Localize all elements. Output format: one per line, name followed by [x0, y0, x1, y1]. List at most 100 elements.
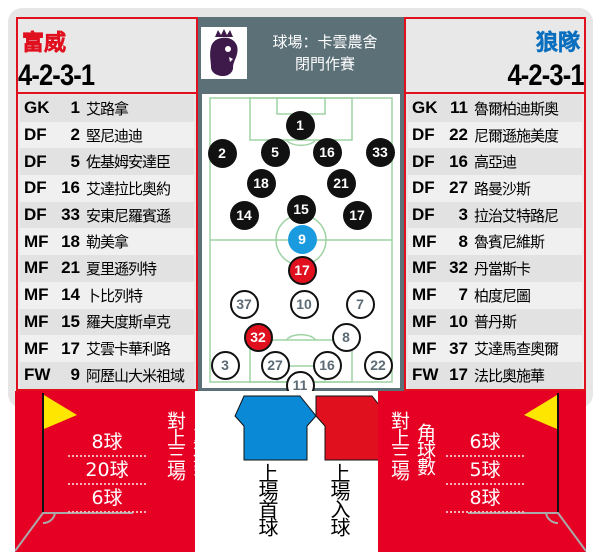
- away-corner-stat: 5球: [446, 457, 524, 485]
- player-number: 11: [450, 98, 468, 118]
- lineup-row: MF 15 羅夫度斯卓克: [20, 308, 194, 336]
- player-number: 22: [449, 125, 468, 145]
- player-position: MF: [24, 231, 49, 251]
- player-marker: 15: [286, 194, 316, 224]
- home-corner-stat: 20球: [68, 457, 146, 485]
- corner-flags: [15, 393, 586, 552]
- corners-label: 角球數: [414, 423, 436, 474]
- divider: [406, 92, 584, 94]
- player-number: 33: [61, 205, 80, 225]
- lineup-row: MF 7 柏度尼圖: [408, 281, 582, 309]
- player-position: FW: [24, 365, 51, 385]
- player-position: DF: [24, 178, 47, 198]
- player-number: 18: [61, 231, 80, 251]
- player-position: GK: [412, 98, 438, 118]
- player-marker: 18: [246, 168, 276, 198]
- divider: [18, 92, 196, 94]
- player-name: 艾達拉比奧約: [86, 179, 171, 198]
- player-marker: 22: [363, 350, 393, 380]
- player-number: 8: [458, 231, 468, 251]
- shirts-legend: 上場首球 上場入球: [195, 391, 378, 552]
- player-marker: 16: [312, 137, 342, 167]
- player-number: 17: [61, 338, 80, 358]
- player-position: MF: [412, 338, 437, 358]
- player-name: 勒美拿: [86, 233, 129, 252]
- player-marker: 5: [260, 137, 290, 167]
- player-number: 10: [449, 311, 468, 331]
- home-team-name: 富威: [22, 31, 67, 57]
- red-shirt-icon: [315, 395, 378, 461]
- left-corner-flag-icon: [44, 395, 77, 429]
- player-name: 羅夫度斯卓克: [86, 313, 171, 332]
- player-position: MF: [24, 311, 49, 331]
- player-number: 5: [70, 151, 80, 171]
- player-number: 17: [449, 365, 468, 385]
- player-name: 阿歷山大米祖域: [86, 366, 185, 385]
- player-number: 32: [449, 258, 468, 278]
- player-marker: 17: [287, 255, 317, 285]
- player-marker: 8: [331, 322, 361, 352]
- player-position: MF: [24, 338, 49, 358]
- player-name: 堅尼迪迪: [86, 126, 143, 145]
- player-name: 佐基姆安達臣: [86, 153, 171, 172]
- player-name: 卜比列特: [86, 286, 143, 305]
- player-name: 柏度尼圖: [474, 286, 531, 305]
- player-position: DF: [24, 125, 47, 145]
- player-marker: 9: [287, 224, 317, 254]
- player-marker: 33: [365, 137, 395, 167]
- player-marker: 2: [207, 138, 237, 168]
- player-name: 艾達馬查奧爾: [474, 340, 559, 359]
- player-marker: 21: [326, 168, 356, 198]
- venue-info: 球場：卡雲農舍 閉門作賽: [250, 31, 400, 75]
- last-three-label: 對上三場: [388, 411, 410, 479]
- player-number: 7: [458, 285, 468, 305]
- player-position: MF: [24, 258, 49, 278]
- player-position: DF: [412, 151, 435, 171]
- lineup-row: FW 17 法比奧施華: [408, 361, 582, 389]
- player-position: FW: [412, 365, 439, 385]
- player-marker: 16: [312, 350, 342, 380]
- player-marker: 14: [229, 200, 259, 230]
- home-formation: 4-2-3-1: [18, 59, 95, 92]
- player-name: 魯爾柏迪斯奧: [474, 99, 559, 118]
- player-position: MF: [412, 285, 437, 305]
- player-number: 15: [61, 311, 80, 331]
- player-position: GK: [24, 98, 50, 118]
- player-name: 尼爾遜施美度: [474, 126, 559, 145]
- player-position: DF: [412, 125, 435, 145]
- player-position: MF: [24, 285, 49, 305]
- lineup-row: MF 10 普丹斯: [408, 308, 582, 336]
- player-number: 16: [449, 151, 468, 171]
- player-name: 夏里遜列特: [86, 259, 157, 278]
- player-marker: 32: [243, 322, 273, 352]
- player-position: MF: [412, 231, 437, 251]
- player-number: 21: [61, 258, 80, 278]
- player-name: 艾路拿: [86, 99, 129, 118]
- player-name: 法比奧施華: [474, 366, 545, 385]
- player-marker: 7: [345, 289, 375, 319]
- player-name: 普丹斯: [474, 313, 517, 332]
- player-marker: 27: [260, 350, 290, 380]
- player-name: 拉治艾特路尼: [474, 206, 559, 225]
- player-name: 魯賓尼維斯: [474, 233, 545, 252]
- player-position: MF: [412, 311, 437, 331]
- away-team-name: 狼隊: [535, 31, 581, 57]
- player-position: DF: [24, 205, 47, 225]
- right-corner-flag-icon: [524, 395, 557, 429]
- away-formation: 4-2-3-1: [507, 59, 585, 92]
- player-marker: 17: [342, 200, 372, 230]
